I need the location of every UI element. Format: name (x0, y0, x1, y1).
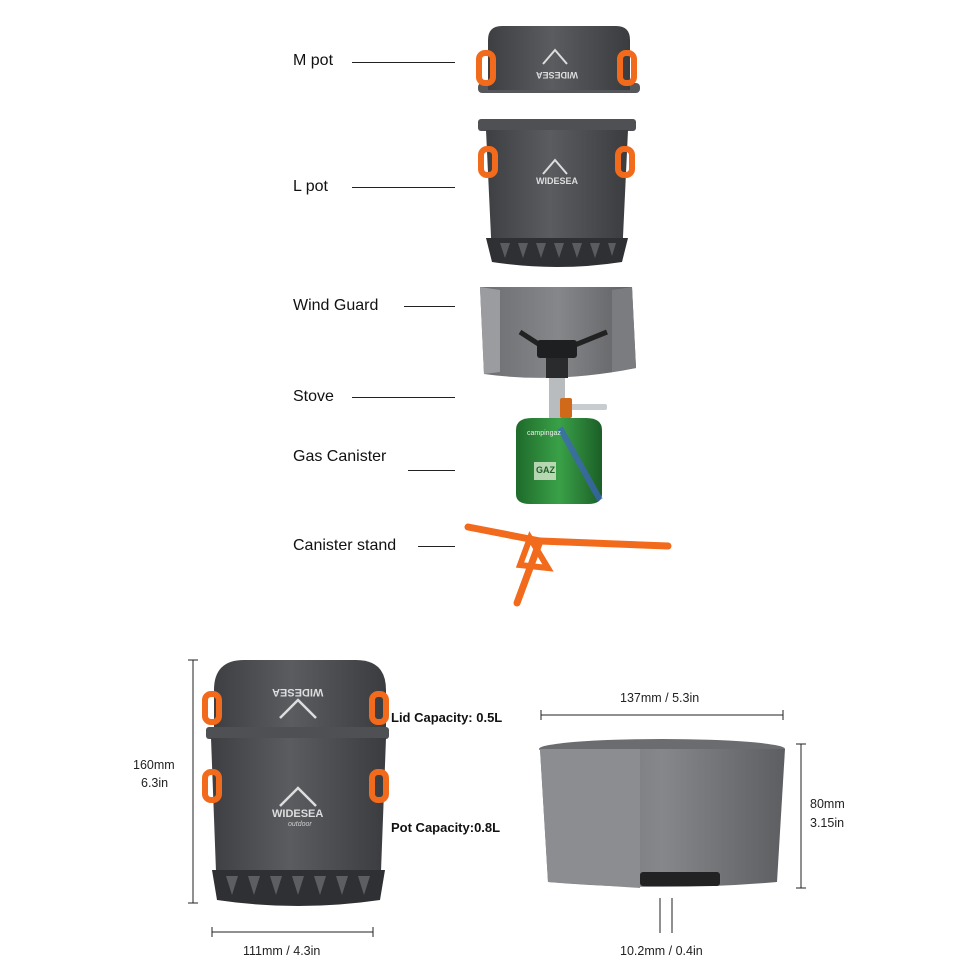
width-label: 111mm / 4.3in (243, 944, 321, 958)
guard-height-mm: 80mm (810, 797, 845, 811)
height-in: 6.3in (141, 776, 169, 790)
guard-height-in: 3.15in (810, 816, 845, 830)
height-mm: 160mm (133, 758, 175, 772)
brand-lid: WIDESEA (272, 686, 324, 698)
label-gas-canister: Gas Canister (293, 448, 387, 465)
label-wind-guard: Wind Guard (293, 297, 379, 314)
brand-sub: outdoor (288, 821, 312, 828)
canister-brand: campingaz (527, 430, 561, 437)
lid-capacity: Lid Capacity: 0.5L (391, 710, 503, 725)
leader-m-pot (352, 62, 455, 63)
l-pot-image (478, 119, 636, 267)
label-m-pot: M pot (293, 52, 334, 69)
brand-m-pot: WIDESEA (536, 70, 579, 80)
wind-guard-dimension-image (539, 739, 785, 888)
wind-guard-image (480, 287, 636, 378)
stove-image (518, 329, 608, 418)
brand-l-pot: WIDESEA (536, 176, 579, 186)
leader-canister-stand (418, 546, 455, 547)
stacked-pot-image (202, 660, 389, 906)
leader-gas-canister (408, 470, 455, 471)
m-pot-image (476, 26, 640, 93)
canister-label: GAZ (536, 465, 555, 475)
brand-pot: WIDESEA (272, 808, 324, 820)
dimension-lines (188, 659, 806, 937)
leader-wind-guard (404, 306, 455, 307)
gap-label: 10.2mm / 0.4in (620, 944, 703, 958)
label-stove: Stove (293, 388, 334, 405)
leader-l-pot (352, 187, 455, 188)
label-canister-stand: Canister stand (293, 537, 397, 554)
pot-capacity: Pot Capacity:0.8L (391, 820, 501, 835)
gas-canister-image (516, 418, 603, 504)
guard-width: 137mm / 5.3in (620, 691, 700, 705)
canister-stand-image (464, 523, 672, 607)
label-l-pot: L pot (293, 178, 328, 195)
leader-stove (352, 397, 455, 398)
